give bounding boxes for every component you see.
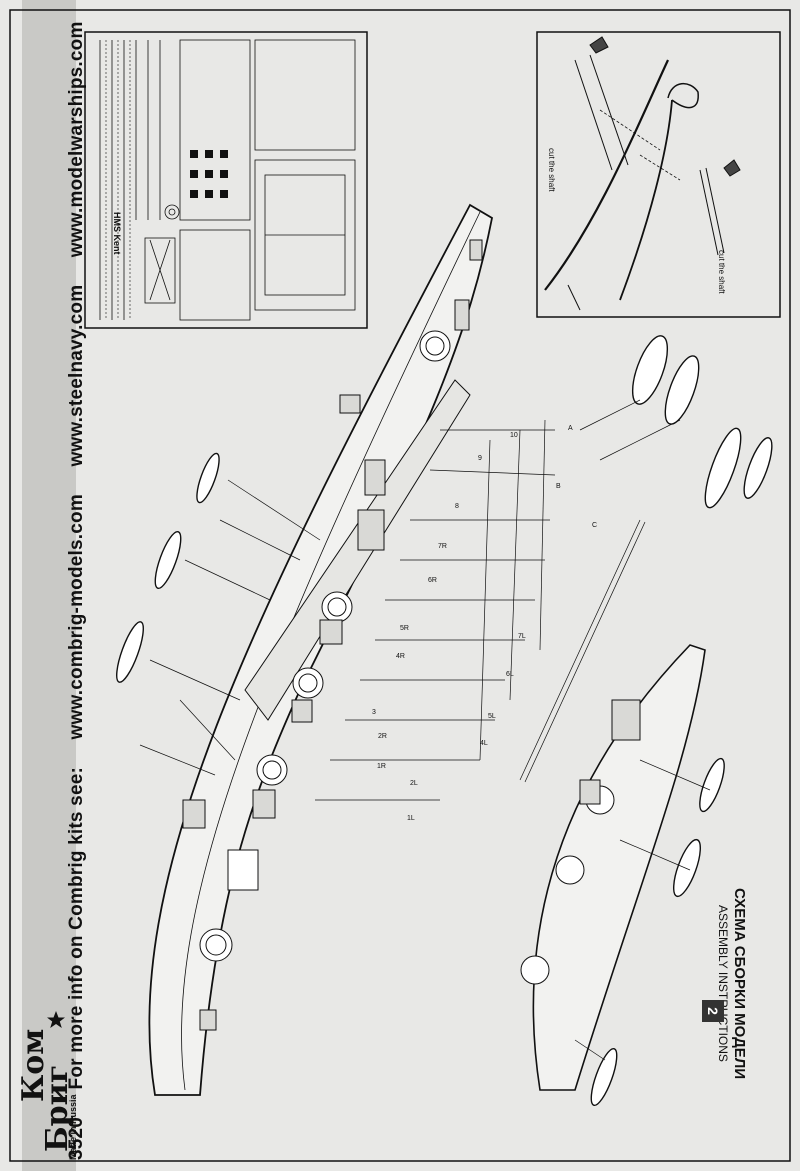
label-5L: 5L [488,713,496,720]
label-C: C [592,522,597,529]
hull-superstructure [182,239,483,1031]
label-A: A [568,425,573,432]
label-2R: 2R [378,733,387,740]
title-english: ASSEMBLY INSTRUCTIONS [716,905,730,1062]
photo-etch-fret [84,31,368,329]
label-1L: 1L [407,815,415,822]
title-russian: СХЕМА СБОРКИ МОДЕЛИ [731,888,748,1080]
kit-name: HMS Kent [112,212,122,255]
logo-star-icon [47,1011,65,1028]
label-1R: 1R [377,763,386,770]
cut-shaft-label-2: cut the shaft [717,250,726,294]
ships-boats [116,335,773,1107]
propeller-shaft-inset [536,31,781,318]
label-7R: 7R [438,543,447,550]
secondary-hull-view [520,644,706,1091]
label-3: 3 [372,709,376,716]
label-5R: 5R [400,625,409,632]
label-6L: 6L [506,671,514,678]
cut-shaft-label-1: cut the shaft [547,148,556,192]
label-10: 10 [510,432,518,439]
guide-lines [139,399,711,1061]
label-4L: 4L [480,740,488,747]
label-4R: 4R [396,653,405,660]
made-in-russia: Made in Russia [68,1094,78,1160]
page-frame [9,9,791,1162]
label-2L: 2L [410,780,418,787]
step-number-badge: 2 [702,1000,724,1022]
label-8: 8 [455,503,459,510]
label-7L: 7L [518,633,526,640]
footer-band [22,0,76,1171]
label-9: 9 [478,455,482,462]
part-labels: 1L 1R 2L 2R 3 4L 4R 5L 5R 6L 6R 7L 7R 8 … [372,425,597,822]
combrig-logo: Ком Бриг Made in Russia [16,1010,78,1160]
label-B: B [556,483,561,490]
label-6R: 6R [428,577,437,584]
